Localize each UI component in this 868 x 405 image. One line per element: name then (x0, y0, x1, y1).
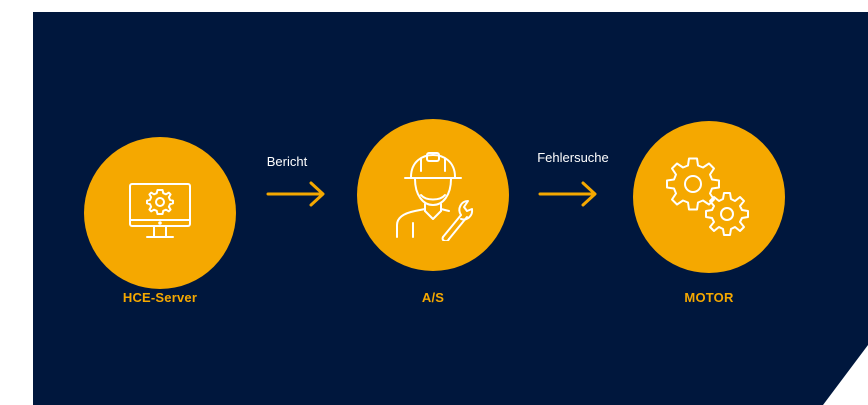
gears-icon (666, 157, 749, 236)
arrow-right-icon (266, 181, 325, 207)
arrow-right-icon (538, 181, 597, 207)
node-hce-server (84, 137, 236, 289)
node-label-hce-server: HCE-Server (122, 290, 198, 305)
monitor-gear-icon (129, 183, 191, 238)
node-label-as: A/S (421, 290, 445, 305)
technician-wrench-icon (396, 152, 474, 241)
node-label-motor: MOTOR (684, 290, 734, 305)
node-as (357, 119, 509, 271)
node-motor (633, 121, 785, 273)
edge-label-fehlersuche: Fehlersuche (537, 150, 609, 165)
edge-label-bericht: Bericht (266, 154, 308, 169)
